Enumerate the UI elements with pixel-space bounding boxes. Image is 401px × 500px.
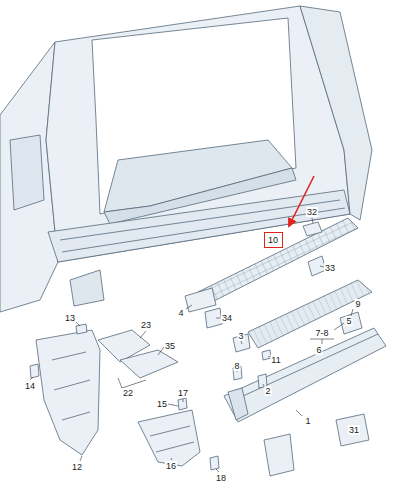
- callout-number: 1: [304, 416, 311, 426]
- lower-bracket: [138, 410, 200, 466]
- callout-number: 10: [265, 235, 282, 245]
- sensor: [205, 308, 222, 328]
- callout-number: 17: [177, 388, 189, 398]
- callout-number: 5: [345, 316, 352, 326]
- bracket: [185, 288, 216, 312]
- leader-lines: [30, 218, 353, 472]
- callout-number: 31: [348, 425, 360, 435]
- callout-number: 4: [177, 308, 184, 318]
- callout-number: 22: [122, 388, 134, 398]
- highlight-box: 10: [264, 232, 283, 248]
- callout-number: 14: [24, 381, 36, 391]
- callout-number: 11: [270, 355, 281, 365]
- callout-number: 3: [237, 331, 244, 341]
- callout-number: 23: [140, 320, 152, 330]
- callout-number: 34: [221, 313, 233, 323]
- cover: [336, 414, 369, 446]
- callout-number: 18: [215, 473, 227, 483]
- callout-number: 35: [164, 341, 176, 351]
- guide: [120, 350, 178, 378]
- callout-number: 15: [156, 399, 168, 409]
- side-bracket: [36, 330, 100, 455]
- callout-number: 16: [165, 461, 177, 471]
- brackets: [30, 324, 219, 470]
- callout-number: 6: [315, 345, 322, 355]
- car-body: [0, 6, 372, 312]
- callout-number: 8: [233, 361, 240, 371]
- callout-number: 32: [306, 207, 318, 217]
- clip: [76, 324, 87, 334]
- bumper-parts: [185, 218, 386, 476]
- screw: [30, 364, 39, 378]
- tow-eye-housing: [264, 434, 294, 476]
- callout-number: 13: [64, 313, 76, 323]
- bumper-beam: [224, 328, 386, 422]
- pointer-arrow: [289, 176, 314, 226]
- callout-number: 7-8: [314, 328, 329, 338]
- callout-number: 33: [324, 263, 336, 273]
- block: [340, 312, 362, 334]
- clip: [303, 222, 322, 236]
- callout-number: 2: [264, 386, 271, 396]
- clip: [178, 398, 187, 410]
- callout-number: 9: [354, 299, 361, 309]
- screw: [210, 456, 219, 470]
- callout-number: 12: [71, 462, 83, 472]
